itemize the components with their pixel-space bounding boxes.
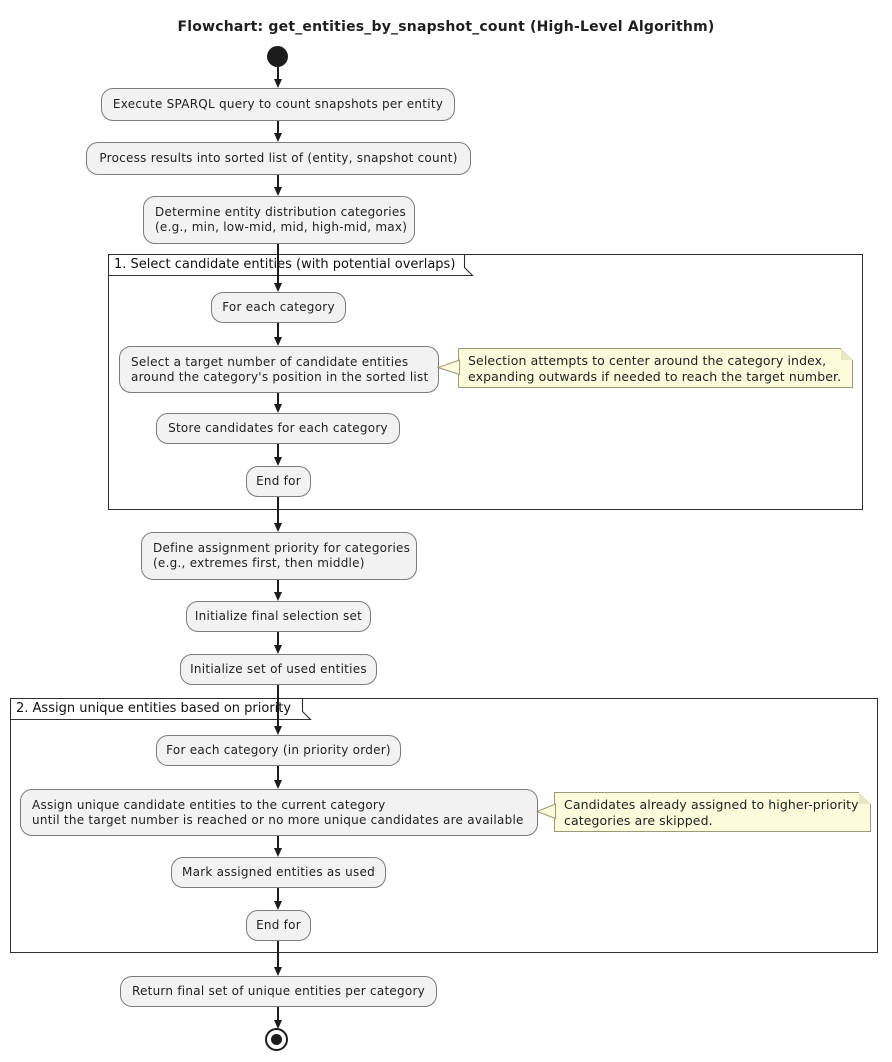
end-node: [265, 1028, 288, 1051]
partition-tab-shape: [10, 698, 312, 720]
partition-label-1: 1. Select candidate entities (with poten…: [114, 257, 456, 272]
activity-init-final-selection: Initialize final selection set: [186, 601, 371, 632]
activity-mark-used: Mark assigned entities as used: [171, 857, 386, 888]
flow-arrow: [273, 836, 284, 857]
partition-frame-2: [10, 698, 878, 953]
note-fold-icon: [859, 792, 871, 804]
activity-assign-unique: Assign unique candidate entities to the …: [20, 789, 538, 836]
flow-arrow: [273, 766, 284, 789]
start-node: [267, 46, 288, 67]
flow-arrow: [273, 580, 284, 601]
flow-arrow: [273, 244, 284, 292]
activity-select-candidates: Select a target number of candidate enti…: [119, 346, 439, 393]
flow-arrow: [273, 632, 284, 654]
activity-return-result: Return final set of unique entities per …: [120, 976, 437, 1007]
partition-label-2: 2. Assign unique entities based on prior…: [16, 701, 292, 716]
flow-arrow: [273, 497, 284, 532]
flow-arrow: [273, 1007, 284, 1029]
note-beak-icon: [536, 803, 556, 820]
note-skip-assigned: Candidates already assigned to higher-pr…: [554, 792, 871, 832]
partition-frame-1: [108, 254, 863, 510]
partition-tab-shape: [108, 254, 474, 276]
activity-process-results: Process results into sorted list of (ent…: [86, 142, 471, 175]
flow-arrow: [273, 121, 284, 142]
note-selection-centering: Selection attempts to center around the …: [458, 348, 853, 388]
flow-arrow: [273, 444, 284, 466]
flow-arrow: [273, 323, 284, 346]
activity-endfor-1: End for: [246, 466, 311, 497]
flow-arrow: [273, 175, 284, 196]
diagram-title: Flowchart: get_entities_by_snapshot_coun…: [177, 19, 715, 35]
activity-store-candidates: Store candidates for each category: [156, 413, 400, 444]
activity-endfor-2: End for: [246, 910, 311, 941]
flow-arrow: [273, 685, 284, 735]
activity-determine-categories: Determine entity distribution categories…: [143, 196, 415, 244]
flow-arrow: [273, 67, 284, 88]
end-node-dot: [271, 1034, 282, 1045]
note-fold-icon: [841, 348, 853, 360]
partition-tab-2: 2. Assign unique entities based on prior…: [10, 698, 312, 720]
activity-foreach-category: For each category: [211, 292, 346, 323]
activity-define-priority: Define assignment priority for categorie…: [141, 532, 417, 580]
activity-init-used-entities: Initialize set of used entities: [180, 654, 377, 685]
flow-arrow: [273, 941, 284, 976]
partition-tab-1: 1. Select candidate entities (with poten…: [108, 254, 474, 276]
activity-execute-query: Execute SPARQL query to count snapshots …: [101, 88, 455, 121]
flow-arrow: [273, 888, 284, 910]
activity-foreach-priority: For each category (in priority order): [156, 735, 401, 766]
flow-arrow: [273, 393, 284, 413]
note-beak-icon: [437, 359, 460, 376]
